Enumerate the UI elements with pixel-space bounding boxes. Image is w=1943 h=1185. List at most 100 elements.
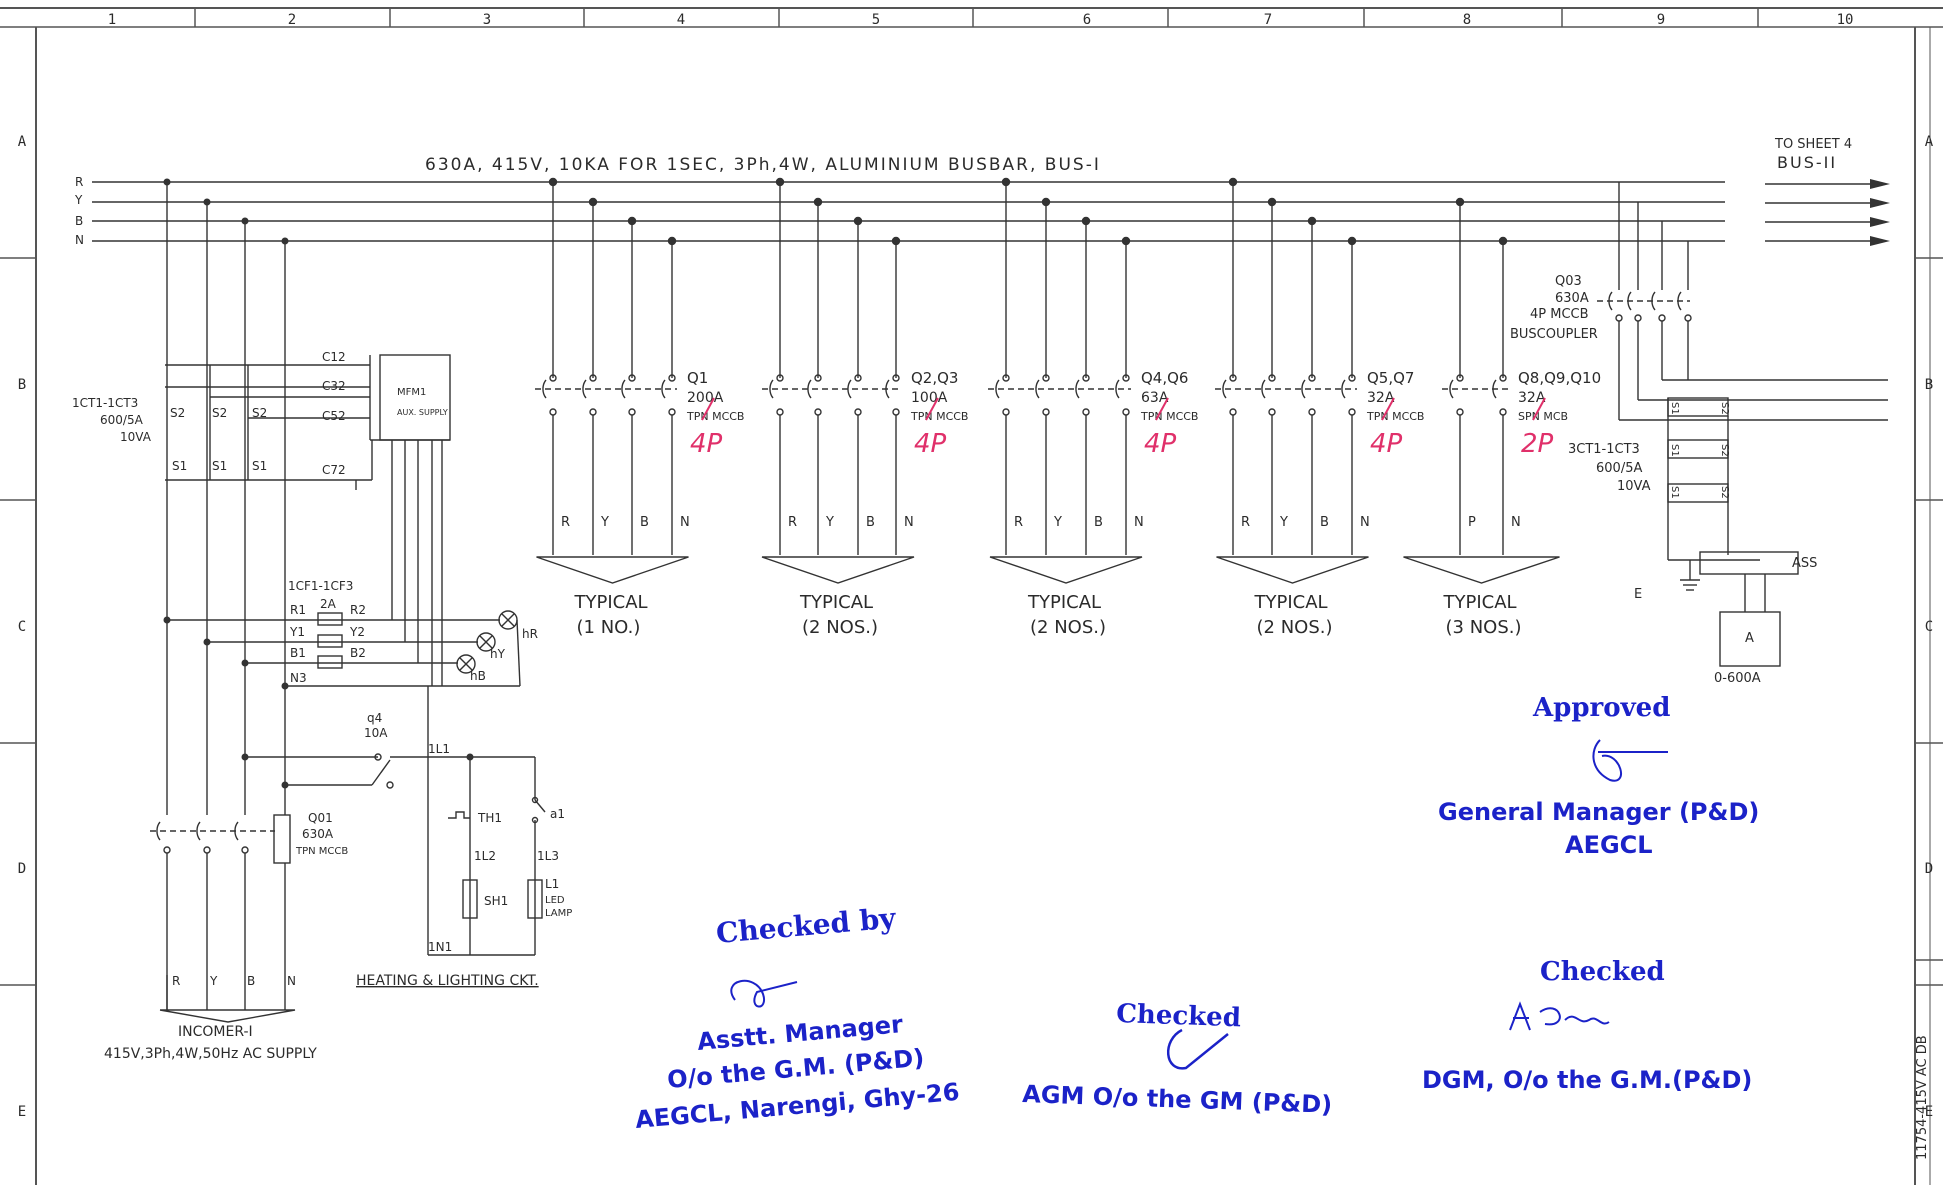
- ct1-s2: S2: [212, 406, 227, 420]
- heat-1l1: 1L1: [428, 742, 450, 756]
- col-label: 7: [1264, 12, 1272, 28]
- heating-title: HEATING & LIGHTING CKT.: [356, 973, 539, 989]
- ct3-s2: S2: [1719, 444, 1730, 457]
- breaker-pole: [1075, 379, 1080, 399]
- breaker-pole: [1341, 379, 1346, 399]
- incomer-wiring: [150, 182, 546, 1023]
- breaker-terminal: [1122, 374, 1130, 382]
- feeder-rating: 32A: [1518, 390, 1546, 406]
- cable-triangle: [1216, 556, 1369, 584]
- q01-rating: 630A: [302, 827, 334, 841]
- bus-phase-labels: R Y B N: [74, 175, 84, 247]
- feeder-phase-label: Y: [825, 515, 834, 530]
- mfm-aux: AUX. SUPPLY: [397, 408, 448, 417]
- bus-tap-dot: [667, 236, 677, 246]
- breaker-terminal: [1456, 408, 1464, 416]
- heat-1l3: 1L3: [537, 849, 559, 863]
- feeder-type: TPN MCCB: [1366, 410, 1424, 423]
- breaker-terminal: [1308, 408, 1316, 416]
- feeder-phase-label: Y: [1279, 515, 1288, 530]
- cable-triangle: [536, 556, 689, 584]
- breaker-pole: [1301, 379, 1306, 399]
- breaker-pole: [807, 379, 812, 399]
- ammeter-symbol: A: [1745, 631, 1754, 646]
- breaker-pole: [582, 379, 587, 399]
- breaker-terminal: [628, 374, 636, 382]
- feeder-rating: 100A: [911, 390, 948, 406]
- breaker-terminal: [814, 408, 822, 416]
- breaker-terminal: [1456, 374, 1464, 382]
- lamp-hy: hY: [490, 647, 506, 661]
- breaker-terminal: [854, 374, 862, 382]
- ct1-s2: S2: [252, 406, 267, 420]
- asstt-signature: [730, 979, 798, 1008]
- fuse-r1: R1: [290, 603, 306, 617]
- feeder-id: Q8,Q9,Q10: [1518, 369, 1601, 387]
- heat-sh1: SH1: [484, 894, 508, 908]
- feeder-typical: TYPICAL: [1027, 592, 1101, 613]
- incomer-supply: 415V,3Ph,4W,50Hz AC SUPPLY: [104, 1046, 317, 1062]
- breaker-terminal: [549, 408, 557, 416]
- breaker-pole: [769, 379, 774, 399]
- stamp-checked-by: Checked by: [715, 901, 898, 950]
- handwritten-strike: [1381, 397, 1395, 421]
- col-label: 6: [1083, 12, 1091, 28]
- row-label: E: [1925, 1104, 1933, 1120]
- fuse-y1: Y1: [289, 625, 305, 639]
- bus-tap-dot: [775, 177, 785, 187]
- feeder-rating: 32A: [1367, 390, 1395, 406]
- feeder-type: TPN MCCB: [686, 410, 744, 423]
- border-labels: 1 2 3 4 5 6 7 8 9 10 A B C D E A B C D E: [18, 12, 1934, 1120]
- approval-stamps: Approved General Manager (P&D) AEGCL Che…: [634, 693, 1759, 1134]
- q01-id: Q01: [308, 811, 333, 825]
- heat-l1: L1: [545, 877, 559, 891]
- feeder-phase-label: B: [1094, 515, 1103, 530]
- feeder-phase-label: B: [866, 515, 875, 530]
- breaker-pole: [1035, 379, 1040, 399]
- cable-triangle: [761, 556, 915, 584]
- bus2-label: BUS-II: [1777, 153, 1837, 172]
- breaker-terminal: [1042, 408, 1050, 416]
- busbar-lines: [92, 181, 1885, 242]
- bus-tap-dot: [1307, 216, 1317, 226]
- buscoupler-type: 4P MCCB: [1530, 307, 1589, 322]
- feeder-phase-label: R: [788, 515, 797, 530]
- breaker-terminal: [1348, 374, 1356, 382]
- bus-tap-dot: [853, 216, 863, 226]
- mfm-c72: C72: [322, 463, 346, 477]
- heat-led: LED: [545, 895, 565, 906]
- buscoupler: [1597, 182, 1888, 667]
- to-sheet-label: TO SHEET 4: [1774, 137, 1852, 152]
- ct1-s2: S2: [170, 406, 185, 420]
- agm-signature: [1166, 1028, 1229, 1070]
- col-label: 5: [872, 12, 880, 28]
- ct3-id: 3CT1-1CT3: [1568, 442, 1640, 457]
- bus-tap-dot: [1498, 236, 1508, 246]
- breaker-terminal: [1268, 408, 1276, 416]
- stamp-checked-dgm: Checked: [1540, 957, 1665, 987]
- row-label: D: [1925, 861, 1933, 877]
- incomer-title: INCOMER-I: [178, 1024, 253, 1040]
- feeder-rating: 63A: [1141, 390, 1169, 406]
- bus-tap-dot: [1455, 197, 1465, 207]
- breaker-terminal: [589, 408, 597, 416]
- bus-arrows: [1870, 179, 1890, 246]
- ct1-id: 1CT1-1CT3: [72, 396, 138, 410]
- ct3-terminals: S1 S2 S1 S2 S1 S2: [1669, 402, 1730, 499]
- earth-label: E: [1634, 587, 1642, 602]
- feeder-phase-label: Y: [1053, 515, 1062, 530]
- feeder-qty: (2 NOS.): [1257, 617, 1333, 638]
- feeder-id: Q4,Q6: [1141, 369, 1188, 387]
- stamp-approved: Approved: [1532, 693, 1670, 723]
- row-label: C: [18, 619, 26, 635]
- cable-triangle: [1403, 556, 1560, 584]
- feeder-phase-label: N: [680, 515, 690, 530]
- breaker-pole: [1261, 379, 1266, 399]
- breaker-terminal: [1268, 374, 1276, 382]
- feeder-phase-label: B: [1320, 515, 1329, 530]
